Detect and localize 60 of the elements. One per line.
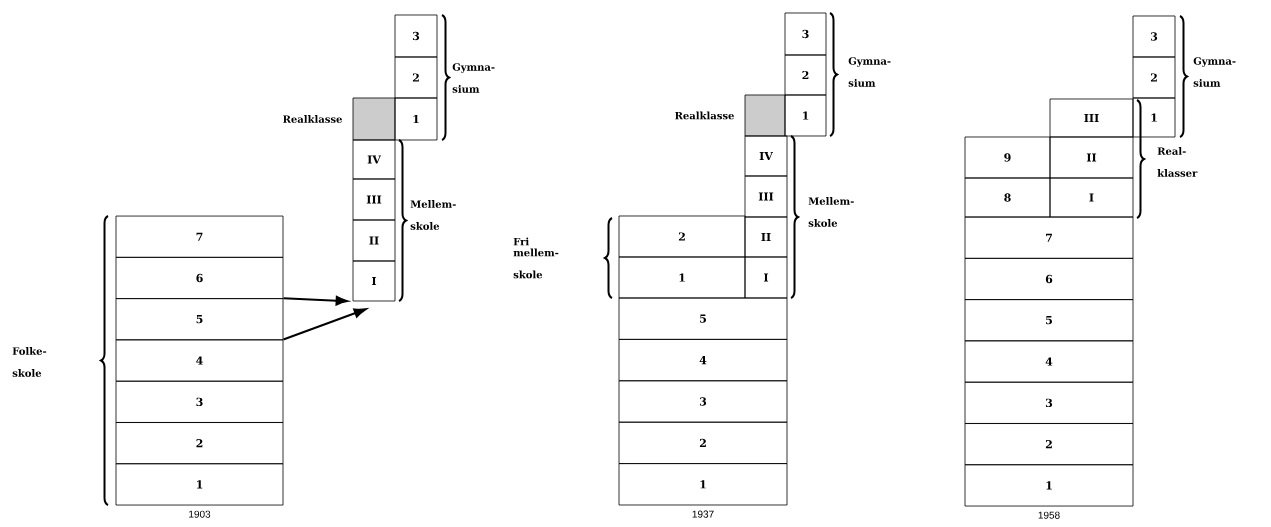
brace-label: Folke- skole <box>12 347 47 377</box>
grade-cell: 2 <box>115 422 284 465</box>
grade-cell: I <box>1049 177 1134 218</box>
side-label: Realklasse <box>283 115 342 123</box>
grade-cell: 5 <box>964 299 1134 342</box>
grade-cell: 3 <box>618 380 788 423</box>
brace-label: Mellem- skole <box>410 200 456 230</box>
grade-cell: 6 <box>115 256 284 300</box>
grade-cell: II <box>1049 136 1134 179</box>
grade-cell: 9 <box>964 136 1051 179</box>
grade-cell: IV <box>744 135 788 177</box>
grade-cell: IV <box>352 139 396 180</box>
brace-label: Gymna- sium <box>1193 57 1236 87</box>
grade-cell: 1 <box>1132 97 1176 138</box>
side-label: Realklasse <box>675 111 734 120</box>
brace-label: Fri mellem- skole <box>513 237 559 279</box>
grade-cell: 3 <box>394 14 438 58</box>
grade-cell: 2 <box>618 421 788 464</box>
grade-cell: 1 <box>618 256 746 299</box>
grade-cell: 5 <box>115 298 284 341</box>
shaded-cell <box>352 97 396 141</box>
grade-cell: 3 <box>964 381 1134 424</box>
grade-cell: 6 <box>964 257 1134 301</box>
brace-label: Gymna- sium <box>452 63 495 93</box>
grade-cell: 1 <box>618 463 788 506</box>
grade-cell: 1 <box>115 463 284 506</box>
grade-cell: 2 <box>1132 56 1176 99</box>
arrow <box>282 308 367 341</box>
grade-cell: III <box>744 175 788 218</box>
grade-cell: 3 <box>115 380 284 423</box>
grade-cell: 4 <box>964 340 1134 383</box>
grade-cell: I <box>744 256 788 299</box>
grade-cell: I <box>352 260 396 302</box>
grade-cell: 4 <box>618 339 788 382</box>
grade-cell: 4 <box>115 339 284 382</box>
year-label: 1937 <box>692 510 714 518</box>
year-label: 1903 <box>189 510 211 518</box>
grade-cell: II <box>744 216 788 258</box>
year-label: 1958 <box>1038 511 1060 519</box>
brace-label: Real- klasser <box>1157 147 1198 177</box>
grade-cell: 7 <box>115 215 284 258</box>
grade-cell: 3 <box>1132 15 1176 58</box>
arrow <box>282 295 349 306</box>
brace-label: Gymna- sium <box>848 57 891 87</box>
grade-cell: 7 <box>964 216 1134 259</box>
grade-cell: 1 <box>784 94 827 137</box>
grade-cell: 2 <box>394 56 438 99</box>
grade-cell: 2 <box>964 423 1134 466</box>
shaded-cell <box>744 94 786 137</box>
grade-cell: 2 <box>618 215 746 258</box>
grade-cell: 8 <box>964 177 1051 218</box>
grade-cell: III <box>352 178 396 221</box>
grade-cell: 5 <box>618 297 788 340</box>
grade-cell: II <box>352 219 396 262</box>
grade-cell: 2 <box>784 54 827 96</box>
grade-cell: 1 <box>964 464 1134 507</box>
brace-label: Mellem- skole <box>808 197 854 227</box>
grade-cell: III <box>1049 98 1134 138</box>
grade-cell: 1 <box>394 97 438 141</box>
grade-cell: 3 <box>784 12 827 56</box>
